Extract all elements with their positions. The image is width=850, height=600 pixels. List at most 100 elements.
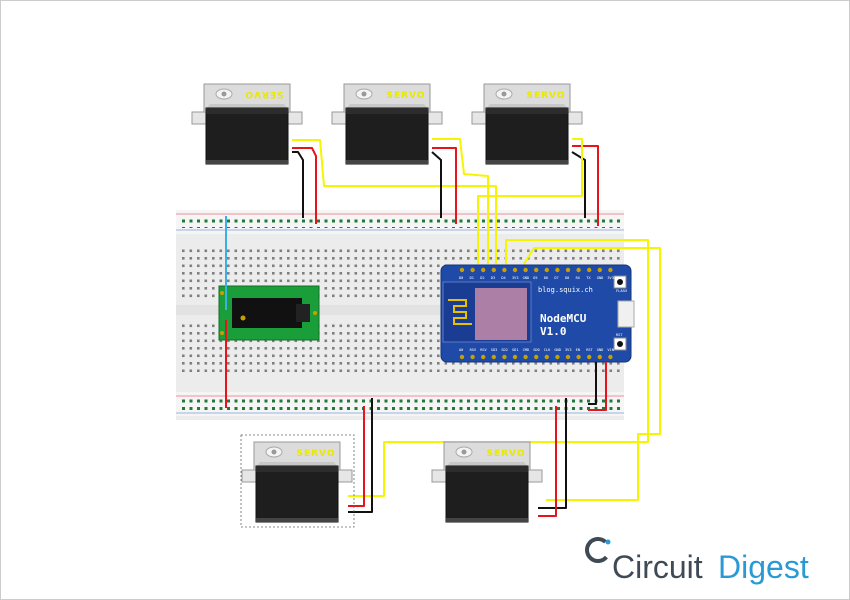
board-power-wire xyxy=(588,362,607,411)
top-pin-label: D3 xyxy=(491,276,495,280)
bottom-pin-label: RST xyxy=(586,348,593,352)
servo4-signal-wire xyxy=(348,239,649,497)
top-pin-label: D1 xyxy=(470,276,474,280)
bottom-pin-label: CMD xyxy=(523,348,530,352)
bottom-pin-label: VIN xyxy=(607,348,614,352)
servo-label: SERVO xyxy=(244,89,283,99)
top-pin-label: D2 xyxy=(480,276,484,280)
servo2-ground-wire xyxy=(431,151,442,218)
selection-outline xyxy=(240,434,355,528)
bottom-pin-label: 3V3 xyxy=(565,348,572,352)
rst-button-label: RST xyxy=(616,333,623,337)
servo5-power-wire xyxy=(538,406,557,517)
bottom-pin-label: GND xyxy=(554,348,561,352)
circuitdigest-logo: Circuit Digest xyxy=(585,537,809,585)
bottom-pin-label: SD0 xyxy=(533,348,540,352)
bottom-pin xyxy=(544,354,549,360)
top-pin xyxy=(459,267,465,273)
board-title-line1: NodeMCU xyxy=(540,312,587,325)
bottom-pin xyxy=(597,354,602,360)
servo3-signal-wire xyxy=(477,138,583,264)
bottom-pin-label: SD2 xyxy=(501,348,508,352)
bottom-pin xyxy=(608,354,613,360)
bottom-pin-label: RSV xyxy=(480,348,487,352)
top-pin xyxy=(481,267,486,273)
servo-motor-2: SERVO xyxy=(331,83,443,165)
top-pin-label: 3V3 xyxy=(512,276,519,280)
top-pin-label: D6 xyxy=(544,276,548,280)
bottom-pin xyxy=(512,354,518,360)
top-pin xyxy=(555,267,560,273)
servo-motor-5: SERVO xyxy=(431,441,543,523)
top-pin-label: RX xyxy=(576,276,581,280)
servo-motor-3: SERVO xyxy=(471,83,583,165)
servo3-ground-wire xyxy=(571,151,586,218)
top-pin-label: D4 xyxy=(501,276,505,280)
servo5-ground-wire xyxy=(538,398,567,509)
bottom-pin xyxy=(587,354,592,360)
bottom-pin-label: CLK xyxy=(544,348,551,352)
bottom-pin xyxy=(555,354,560,360)
servo4-ground-wire xyxy=(348,398,373,513)
servo1-power-wire xyxy=(292,147,317,224)
servo3-power-wire xyxy=(572,145,599,226)
bottom-pin xyxy=(502,354,507,360)
board-title-line2: V1.0 xyxy=(540,325,567,338)
logo-text-digest: Digest xyxy=(718,549,809,585)
servo-group: SERVO SERVO SERVO SERVO SERVO xyxy=(191,83,583,523)
bottom-pin-label: A0 xyxy=(459,348,463,352)
top-pin xyxy=(502,267,507,273)
top-pin xyxy=(512,267,518,273)
bottom-pin xyxy=(534,354,539,360)
bottom-pin-label: SD1 xyxy=(512,348,519,352)
dc-power-jack xyxy=(218,285,320,341)
flash-button-label: FLASH xyxy=(616,289,627,293)
bottom-pin-label: SD3 xyxy=(491,348,498,352)
top-pin xyxy=(491,267,496,273)
servo-label: SERVO xyxy=(526,91,565,101)
servo-label: SERVO xyxy=(486,449,525,459)
board-ground-wire xyxy=(588,362,597,405)
bottom-pin xyxy=(491,354,496,360)
top-pin-label: GND xyxy=(523,276,530,280)
bottom-pin xyxy=(481,354,486,360)
top-pin-label: D8 xyxy=(565,276,569,280)
top-pin xyxy=(576,267,581,273)
top-pin-label: D0 xyxy=(459,276,463,280)
top-pin-label: TX xyxy=(586,276,591,280)
servo1-signal-wire xyxy=(292,139,497,264)
top-pin xyxy=(587,267,592,273)
top-pin xyxy=(565,267,571,273)
top-pin xyxy=(544,267,549,273)
bottom-pin xyxy=(470,354,475,360)
servo-motor-4: SERVO xyxy=(241,441,353,523)
top-pin xyxy=(608,267,613,273)
wiring xyxy=(225,138,661,517)
servo2-signal-wire xyxy=(432,138,489,264)
servo-motor-1: SERVO xyxy=(191,83,303,165)
top-pin-label: D7 xyxy=(554,276,558,280)
bottom-pin xyxy=(576,354,581,360)
top-pin-label: 3V3 xyxy=(607,276,614,280)
servo5-signal-wire xyxy=(523,247,661,501)
board-site-label: blog.squix.ch xyxy=(538,286,593,294)
top-pin xyxy=(597,267,602,273)
nodemcu-board: FLASH RST blog.squix.ch NodeMCU V1.0 D0 D… xyxy=(440,264,635,363)
servo2-power-wire xyxy=(432,147,457,224)
top-pin-label: GND xyxy=(597,276,604,280)
top-pin xyxy=(523,267,528,273)
bottom-pin xyxy=(565,354,571,360)
top-pin xyxy=(534,267,539,273)
top-pin-label: D5 xyxy=(533,276,537,280)
top-pin xyxy=(470,267,475,273)
bottom-pin xyxy=(523,354,528,360)
servo-label: SERVO xyxy=(386,91,425,101)
servo-label: SERVO xyxy=(296,449,335,459)
servo1-ground-wire xyxy=(292,151,304,218)
bottom-pin xyxy=(459,354,465,360)
bottom-pin-label: RSV xyxy=(470,348,477,352)
bottom-pin-label: GND xyxy=(597,348,604,352)
